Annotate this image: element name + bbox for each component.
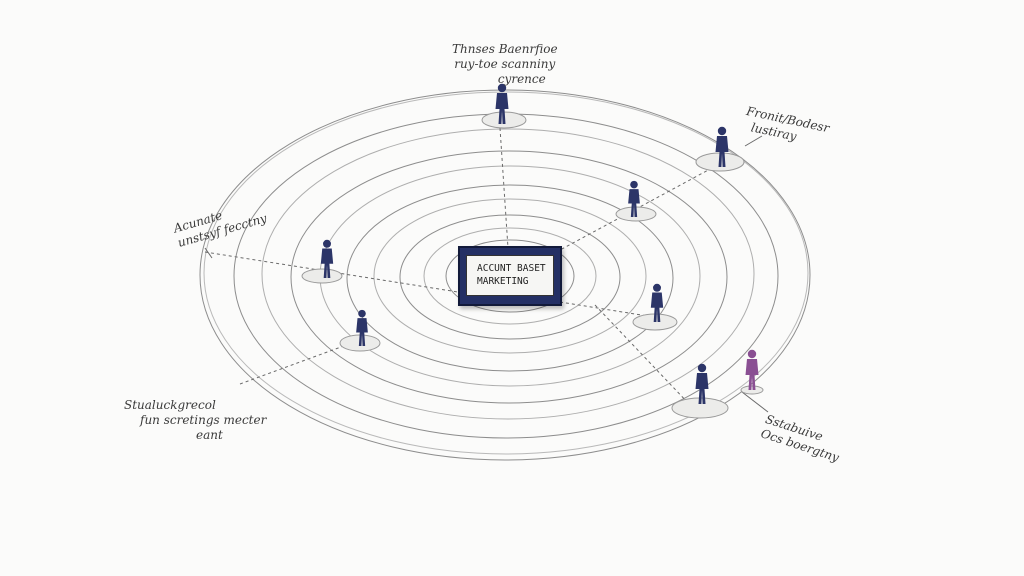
annotation-bottom-left-line-3: eant	[196, 428, 223, 442]
center-box: ACCUNT BASET MARKETING	[458, 246, 562, 306]
ring-9	[423, 227, 597, 325]
ring-outer-sketch	[203, 91, 809, 455]
pedestal-accent	[740, 385, 764, 395]
annotation-top-line-2: ruy-toe scanniny	[454, 57, 556, 71]
pedestals	[301, 111, 764, 419]
annotation-bottom-left-line-1: Stualuckgrecol	[124, 398, 216, 412]
connector-top	[499, 127, 509, 249]
ring-4	[290, 150, 728, 404]
annotation-bottom-left: Stualuckgrecol fun scretings mecter eant	[124, 398, 266, 443]
ring-7	[373, 198, 647, 354]
ring-3	[261, 128, 755, 420]
center-label: ACCUNT BASET MARKETING	[466, 255, 554, 296]
pointer-top-right	[744, 135, 763, 147]
connector-bottom-right	[594, 304, 691, 406]
ring-8	[399, 214, 621, 340]
annotation-top-line-3: cyrence	[497, 72, 546, 86]
annotation-top-line-1: Thnses Baenrfioe	[452, 42, 558, 56]
pedestal-left	[301, 268, 343, 284]
ring-6	[346, 184, 674, 372]
center-label-line-1: ACCUNT BASET	[477, 263, 546, 274]
center-label-line-2: MARKETING	[477, 276, 529, 287]
pointer-left	[204, 247, 213, 259]
pointer-bottom-right	[741, 391, 769, 413]
annotation-bottom-left-line-2: fun scretings mecter	[140, 413, 267, 427]
concentric-rings	[199, 89, 811, 461]
annotation-top: Thnses Baenrfioe ruy-toe scanniny cyrenc…	[452, 42, 558, 87]
ring-10	[445, 239, 575, 313]
